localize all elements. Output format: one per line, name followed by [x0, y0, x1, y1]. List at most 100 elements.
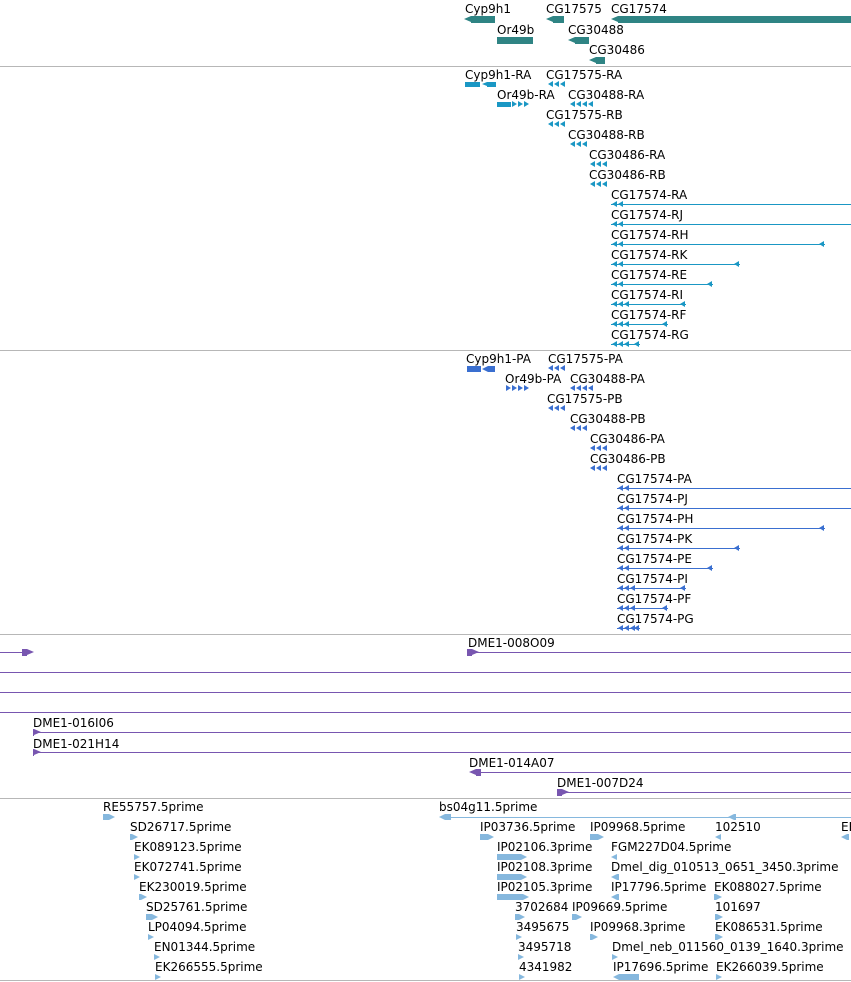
est-glyph[interactable]: [148, 934, 154, 940]
est-label[interactable]: EN01344.5prime: [154, 940, 256, 954]
est-glyph[interactable]: [728, 814, 736, 820]
exon-arrows[interactable]: [506, 385, 530, 395]
exon-arrows[interactable]: [819, 525, 825, 535]
exon-arrows[interactable]: [680, 301, 686, 311]
exon[interactable]: [482, 366, 495, 372]
est-label[interactable]: EK072741.5prime: [134, 860, 242, 874]
est-glyph[interactable]: [611, 854, 617, 860]
exon-arrows[interactable]: [624, 301, 630, 311]
bac-label[interactable]: DME1-016I06: [33, 716, 114, 730]
est-label[interactable]: Dmel_dig_010513_0651_3450.3prime: [611, 860, 839, 874]
est-label[interactable]: EK086531.5prime: [715, 920, 823, 934]
est-label[interactable]: RE55757.5prime: [103, 800, 204, 814]
exon-arrows[interactable]: [618, 605, 630, 615]
est-label[interactable]: 4341982: [519, 960, 573, 974]
exon-arrows[interactable]: [618, 625, 630, 635]
exon-arrows[interactable]: [618, 585, 630, 595]
bac-label[interactable]: DME1-007D24: [557, 776, 644, 790]
est-label[interactable]: bs04g11.5prime: [439, 800, 538, 814]
est-label[interactable]: EK230019.5prime: [139, 880, 247, 894]
est-glyph[interactable]: [716, 974, 722, 980]
protein-label[interactable]: CG17574-PH: [617, 512, 694, 526]
bac-end[interactable]: [22, 649, 34, 656]
est-glyph[interactable]: [715, 934, 723, 940]
transcript-label[interactable]: CG30486-RA: [589, 148, 666, 162]
transcript-label[interactable]: Cyp9h1-RA: [465, 68, 532, 82]
gene-glyph[interactable]: [497, 37, 533, 44]
est-glyph[interactable]: [134, 874, 140, 880]
est-glyph[interactable]: [613, 974, 639, 980]
exon-arrows[interactable]: [570, 141, 588, 151]
est-glyph[interactable]: [515, 914, 525, 920]
est-glyph[interactable]: [518, 954, 524, 960]
transcript-label[interactable]: CG17574-RA: [611, 188, 688, 202]
exon[interactable]: [482, 82, 496, 87]
protein-label[interactable]: Cyp9h1-PA: [466, 352, 531, 366]
gene-label[interactable]: CG17575: [546, 2, 602, 16]
exon[interactable]: [497, 102, 511, 107]
est-glyph[interactable]: [611, 894, 619, 900]
est-label[interactable]: 3495718: [518, 940, 572, 954]
est-label[interactable]: IP09968.3prime: [590, 920, 686, 934]
exon-arrows[interactable]: [612, 261, 624, 271]
exon-arrows[interactable]: [590, 445, 608, 455]
est-glyph[interactable]: [497, 894, 529, 900]
est-glyph[interactable]: [519, 974, 525, 980]
est-label[interactable]: EK266555.5prime: [155, 960, 263, 974]
exon-arrows[interactable]: [612, 241, 624, 251]
transcript-label[interactable]: CG17574-RI: [611, 288, 684, 302]
protein-label[interactable]: CG17574-PK: [617, 532, 693, 546]
est-label[interactable]: SD25761.5prime: [146, 900, 248, 914]
est-label[interactable]: FGM227D04.5prime: [611, 840, 732, 854]
exon-arrows[interactable]: [707, 281, 713, 291]
est-label[interactable]: EK088027.5prime: [714, 880, 822, 894]
est-glyph[interactable]: [103, 814, 115, 820]
bac-label[interactable]: DME1-008O09: [468, 636, 555, 650]
exon-arrows[interactable]: [548, 121, 566, 131]
exon-arrows[interactable]: [548, 405, 566, 415]
est-glyph[interactable]: [715, 834, 721, 840]
gene-glyph[interactable]: [546, 16, 564, 23]
exon-arrows[interactable]: [612, 321, 624, 331]
est-label[interactable]: EK266039.5prime: [716, 960, 824, 974]
exon-arrows[interactable]: [618, 485, 630, 495]
exon-arrows[interactable]: [612, 281, 624, 291]
protein-label[interactable]: CG17575-PA: [548, 352, 623, 366]
est-glyph[interactable]: [714, 894, 722, 900]
gene-glyph[interactable]: [611, 16, 851, 23]
transcript-label[interactable]: CG17574-RH: [611, 228, 689, 242]
est-label[interactable]: 101697: [715, 900, 761, 914]
protein-label[interactable]: CG30486-PA: [590, 432, 665, 446]
exon-arrows[interactable]: [630, 625, 636, 635]
transcript-label[interactable]: CG17574-RF: [611, 308, 687, 322]
est-label[interactable]: IP02106.3prime: [497, 840, 593, 854]
est-label[interactable]: SD26717.5prime: [130, 820, 232, 834]
bac-end[interactable]: [557, 789, 569, 796]
exon-arrows[interactable]: [612, 221, 624, 231]
exon-arrows[interactable]: [634, 625, 640, 635]
gene-glyph[interactable]: [589, 57, 605, 64]
protein-label[interactable]: CG30486-PB: [590, 452, 666, 466]
est-glyph[interactable]: [154, 954, 160, 960]
exon-arrows[interactable]: [590, 161, 608, 171]
exon-arrows[interactable]: [630, 585, 636, 595]
exon-arrows[interactable]: [618, 505, 630, 515]
exon-arrows[interactable]: [548, 365, 566, 375]
protein-label[interactable]: CG17574-PA: [617, 472, 692, 486]
est-label[interactable]: IP02105.3prime: [497, 880, 593, 894]
gene-glyph[interactable]: [464, 16, 495, 23]
exon-arrows[interactable]: [570, 101, 594, 111]
est-glyph[interactable]: [480, 834, 494, 840]
est-glyph[interactable]: [134, 854, 140, 860]
est-glyph[interactable]: [590, 834, 604, 840]
gene-label[interactable]: Cyp9h1: [465, 2, 511, 16]
exon-arrows[interactable]: [624, 341, 630, 351]
est-label[interactable]: 3702684: [515, 900, 569, 914]
est-glyph[interactable]: [611, 874, 619, 880]
exon-arrows[interactable]: [618, 525, 630, 535]
est-label[interactable]: IP09669.5prime: [572, 900, 668, 914]
exon-arrows[interactable]: [662, 605, 668, 615]
transcript-label[interactable]: CG17575-RA: [546, 68, 623, 82]
est-label[interactable]: LP04094.5prime: [148, 920, 247, 934]
est-glyph[interactable]: [715, 914, 723, 920]
